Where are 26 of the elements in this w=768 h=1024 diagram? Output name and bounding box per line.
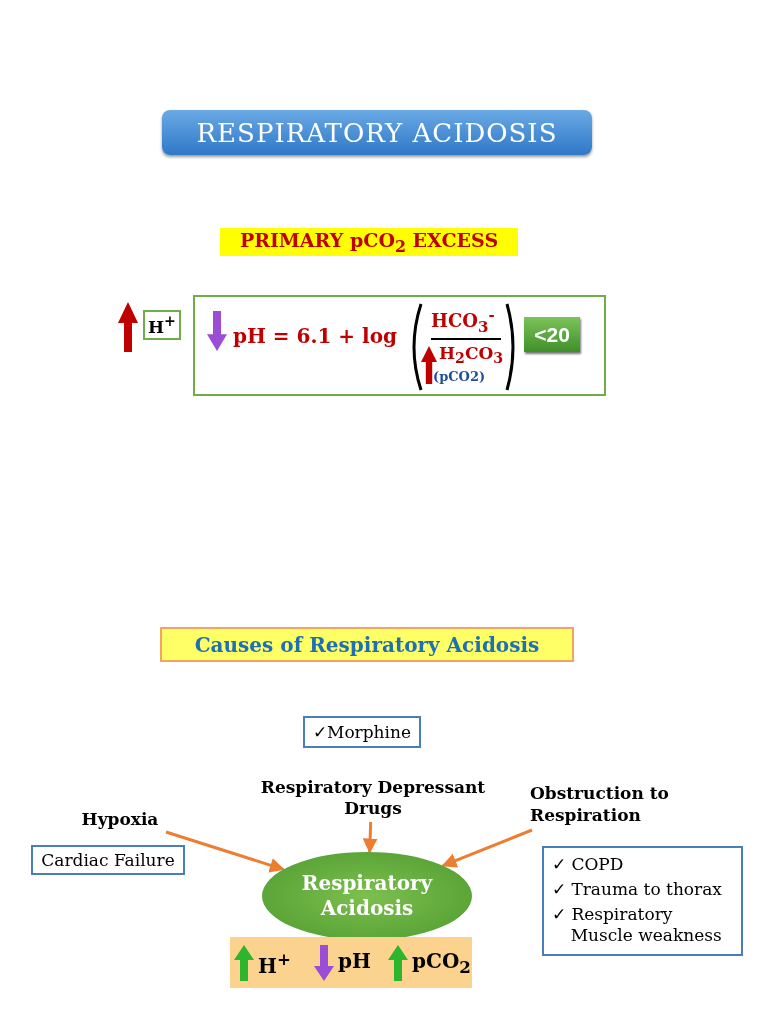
condition-ellipse: Respiratory Acidosis xyxy=(262,852,472,940)
example-list-box xyxy=(542,846,743,956)
effect-text: H$^{+}$ xyxy=(258,950,291,977)
effect-text: pCO$_{2}$ xyxy=(412,950,471,977)
heading-box: Causes of Respiratory Acidosis xyxy=(160,627,574,662)
cause-label: Respiratory Depressant Drugs xyxy=(250,774,496,822)
arrow xyxy=(441,828,533,868)
ratio-badge: <20 xyxy=(524,317,580,352)
arrow xyxy=(165,830,285,873)
list-item: ✓ COPD xyxy=(552,854,625,876)
ion-box: H$^{+}$ xyxy=(143,310,181,340)
example-box: ✓Morphine xyxy=(303,716,421,748)
equation-text: pH = 6.1 + log xyxy=(233,325,397,347)
title-banner: RESPIRATORY ACIDOSIS xyxy=(162,110,592,155)
effects-band xyxy=(230,937,472,988)
list-item: ✓ Trauma to thorax xyxy=(552,879,723,901)
effect-text: pH xyxy=(338,950,371,972)
cause-label: Hypoxia xyxy=(74,806,166,832)
equation-box xyxy=(193,295,606,396)
denominator: H$_{2}$CO$_{3}$ xyxy=(439,344,504,367)
note-text: (pCO2) xyxy=(433,370,486,385)
cause-label: Obstruction to Respiration xyxy=(530,782,680,834)
list-item: ✓ Respiratory Muscle weakness xyxy=(552,904,723,947)
arrow xyxy=(362,821,378,854)
example-box: Cardiac Failure xyxy=(31,845,185,875)
highlight-band: PRIMARY pCO$_{2}$ EXCESS xyxy=(220,228,518,256)
